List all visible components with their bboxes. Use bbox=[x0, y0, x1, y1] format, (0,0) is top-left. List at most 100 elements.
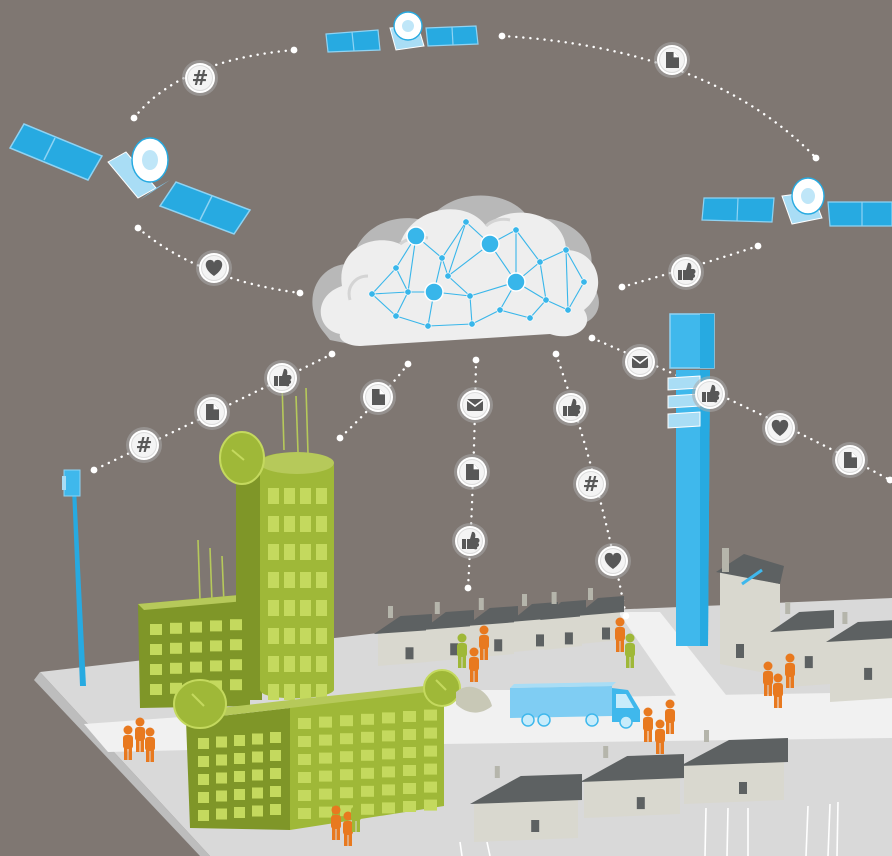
person-icon bbox=[763, 661, 773, 696]
network-edge bbox=[539, 261, 547, 301]
network-node bbox=[512, 226, 520, 234]
window bbox=[340, 751, 353, 763]
window bbox=[216, 772, 227, 784]
network-edge bbox=[469, 295, 473, 325]
network-node bbox=[526, 314, 534, 322]
window bbox=[403, 711, 416, 722]
window bbox=[268, 684, 279, 700]
window bbox=[268, 488, 279, 504]
window bbox=[340, 787, 353, 799]
person-icon bbox=[343, 811, 353, 846]
window bbox=[234, 789, 245, 800]
window bbox=[268, 572, 279, 588]
window bbox=[382, 730, 395, 742]
person-icon bbox=[785, 653, 795, 688]
satellite-dish-icon bbox=[173, 679, 227, 729]
window bbox=[361, 803, 374, 815]
network-edge bbox=[565, 249, 569, 311]
window bbox=[300, 544, 311, 560]
window bbox=[170, 642, 182, 654]
window bbox=[298, 754, 311, 765]
house bbox=[680, 730, 788, 804]
window bbox=[252, 751, 263, 763]
person-icon bbox=[351, 797, 361, 832]
window bbox=[170, 622, 182, 634]
network-node bbox=[480, 234, 500, 254]
window bbox=[150, 624, 162, 635]
window bbox=[270, 786, 281, 797]
window bbox=[284, 516, 295, 532]
thumbs-up-icon bbox=[668, 254, 704, 290]
network-node bbox=[462, 218, 470, 226]
window bbox=[340, 715, 353, 727]
satellite-right bbox=[701, 177, 892, 227]
window bbox=[216, 808, 227, 820]
window bbox=[424, 745, 437, 757]
window bbox=[300, 656, 311, 672]
network-node bbox=[536, 258, 544, 266]
network-edge bbox=[441, 221, 467, 259]
window bbox=[382, 784, 395, 796]
network-edge bbox=[529, 299, 547, 319]
document-icon bbox=[194, 394, 230, 430]
window bbox=[198, 810, 209, 821]
network-edge bbox=[567, 281, 585, 311]
window bbox=[234, 753, 245, 764]
window bbox=[190, 641, 202, 653]
window bbox=[403, 801, 416, 812]
window bbox=[234, 735, 245, 746]
window bbox=[300, 684, 311, 700]
window bbox=[340, 805, 353, 817]
window bbox=[210, 640, 222, 652]
window bbox=[298, 808, 311, 819]
person-icon bbox=[331, 805, 341, 840]
document-icon bbox=[360, 379, 396, 415]
network-edge bbox=[499, 309, 531, 319]
person-icon bbox=[665, 699, 675, 734]
window bbox=[316, 684, 327, 700]
window bbox=[270, 732, 281, 743]
window bbox=[150, 644, 162, 655]
complex-windows bbox=[198, 709, 437, 821]
window bbox=[340, 769, 353, 781]
house bbox=[540, 592, 586, 650]
heart-icon bbox=[762, 410, 798, 446]
window bbox=[198, 738, 209, 749]
exhaust-cloud bbox=[456, 686, 492, 713]
green-complex bbox=[173, 669, 461, 830]
person-icon bbox=[625, 633, 635, 668]
network-edge bbox=[539, 249, 567, 263]
window bbox=[316, 544, 327, 560]
delivery-truck bbox=[456, 682, 640, 729]
window bbox=[424, 763, 437, 775]
office-windows bbox=[150, 488, 327, 700]
network-node bbox=[466, 292, 474, 300]
network-node bbox=[392, 312, 400, 320]
window bbox=[319, 752, 332, 764]
window bbox=[284, 628, 295, 644]
people bbox=[123, 617, 795, 846]
thumbs-up-icon bbox=[692, 376, 728, 412]
document-icon bbox=[832, 442, 868, 478]
window bbox=[316, 572, 327, 588]
window bbox=[298, 790, 311, 801]
window bbox=[170, 662, 182, 674]
person-icon bbox=[135, 717, 145, 752]
thumbs-up-icon bbox=[553, 390, 589, 426]
house bbox=[576, 588, 624, 644]
window bbox=[316, 516, 327, 532]
network-node bbox=[562, 246, 570, 254]
window bbox=[284, 600, 295, 616]
office-tower bbox=[138, 381, 334, 708]
window bbox=[298, 772, 311, 783]
window bbox=[190, 661, 202, 673]
window bbox=[424, 781, 437, 793]
window bbox=[319, 806, 332, 818]
window bbox=[382, 712, 395, 724]
window bbox=[252, 805, 263, 817]
network-edge bbox=[371, 293, 397, 317]
window bbox=[230, 619, 242, 631]
window bbox=[403, 783, 416, 794]
window bbox=[234, 771, 245, 782]
